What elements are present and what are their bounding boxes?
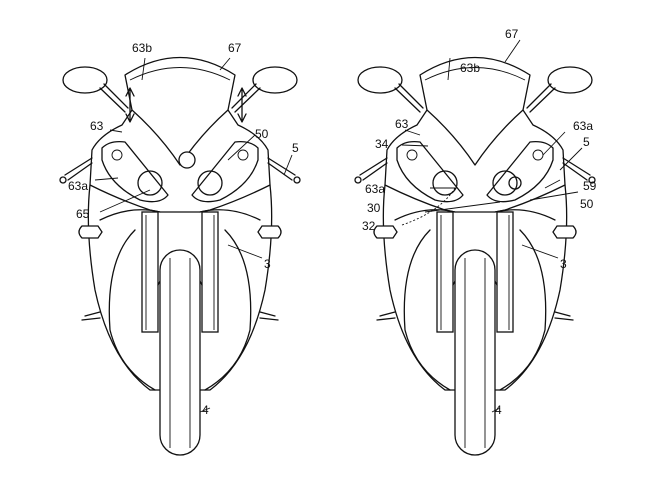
label-63: 63 (90, 119, 104, 133)
label-3-right: 3 (560, 257, 567, 271)
label-59: 59 (583, 179, 597, 193)
label-67-right: 67 (505, 27, 519, 41)
figure-left: 63b 67 63 50 5 63a 65 3 4 (59, 41, 301, 456)
center-lamp-icon (178, 151, 196, 169)
label-63a-right: 63a (365, 182, 385, 196)
label-5-right: 5 (583, 135, 590, 149)
label-63a-top: 63a (573, 119, 593, 133)
figure-right: 63b 67 34 63 63a 5 63a 59 30 50 32 3 4 (354, 27, 597, 456)
label-5: 5 (292, 141, 299, 155)
label-32: 32 (362, 219, 376, 233)
label-3: 3 (264, 257, 271, 271)
label-67: 67 (228, 41, 242, 55)
label-4: 4 (202, 403, 209, 417)
label-63b: 63b (132, 41, 152, 55)
label-34: 34 (375, 137, 389, 151)
label-4-right: 4 (495, 403, 502, 417)
label-63b-right: 63b (460, 61, 480, 75)
label-30: 30 (367, 201, 381, 215)
label-65: 65 (76, 207, 90, 221)
label-50: 50 (255, 127, 269, 141)
label-63-right: 63 (395, 117, 409, 131)
label-63a: 63a (68, 179, 88, 193)
label-50-right: 50 (580, 197, 594, 211)
